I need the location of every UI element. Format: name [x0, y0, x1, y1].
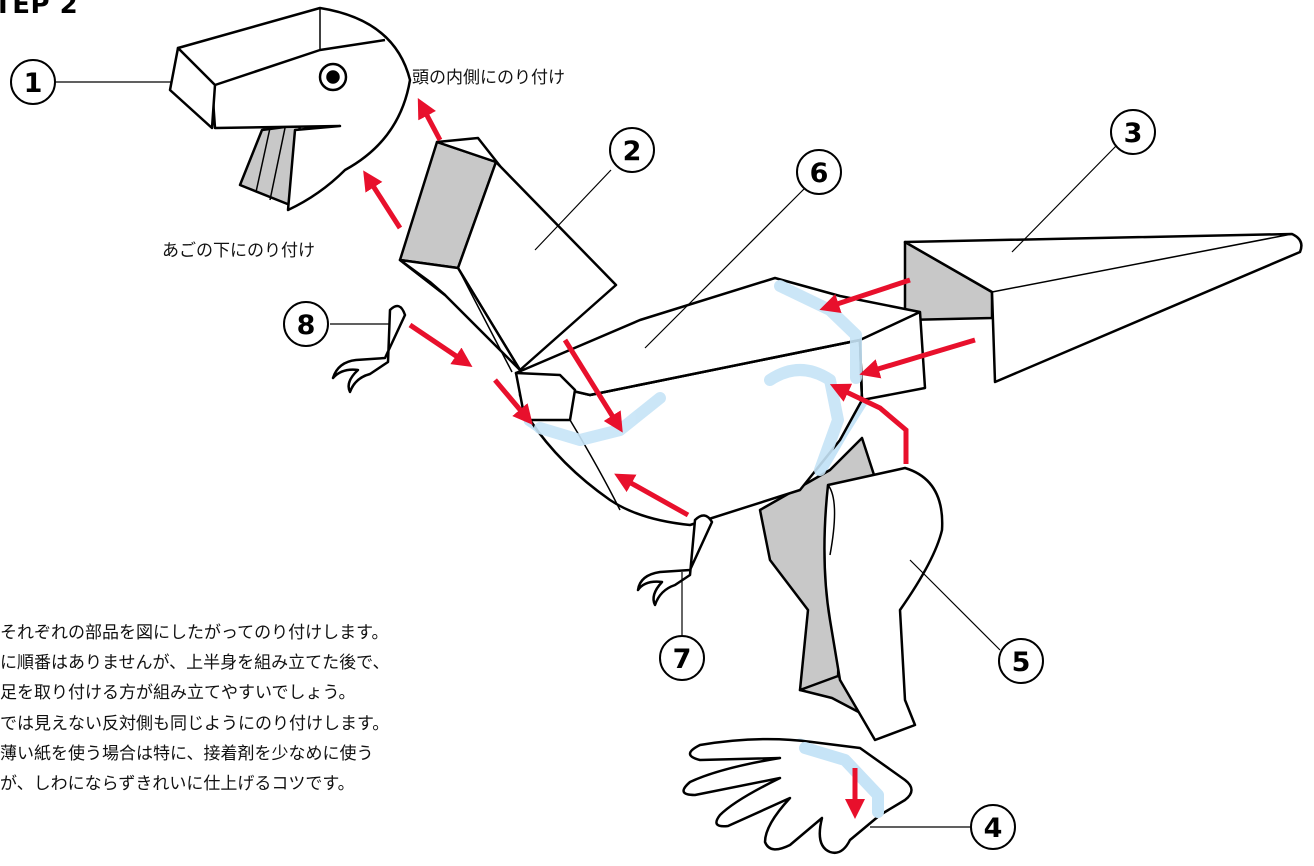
instructions-text: それぞれの部品を図にしたがってのり付けします。 に順番はありませんが、上半身を組…	[0, 618, 389, 799]
instruction-line: 薄い紙を使う場合は特に、接着剤を少なめに使う	[0, 743, 374, 764]
glue-arrows	[363, 98, 976, 819]
neck-part	[398, 136, 618, 373]
instruction-line: では見えない反対側も同じようにのり付けします。	[0, 713, 390, 734]
foot-glue	[799, 742, 884, 818]
label-8: 8	[283, 301, 329, 347]
label-2: 2	[609, 127, 655, 173]
arm-part-7	[636, 514, 714, 607]
instruction-line: が、しわにならずきれいに仕上げるコツです。	[0, 774, 355, 795]
label-5-text: 5	[1012, 647, 1031, 678]
label-6: 6	[796, 149, 842, 195]
body-glue	[534, 280, 862, 476]
head-part	[168, 6, 412, 212]
step-heading: TEP 2	[0, 0, 79, 20]
instruction-line: 足を取り付ける方が組み立てやすいでしょう。	[0, 683, 356, 704]
callout-jaw-under: あごの下にのり付け	[162, 241, 315, 261]
label-1-text: 1	[24, 68, 43, 99]
instruction-line: に順番はありませんが、上半身を組み立てた後で、	[0, 653, 390, 674]
arm-part-8	[331, 304, 407, 394]
leader-lines	[55, 81, 1118, 828]
label-6-text: 6	[810, 158, 829, 189]
instruction-line: それぞれの部品を図にしたがってのり付けします。	[0, 623, 389, 643]
label-5: 5	[998, 638, 1044, 684]
callout-head-inside: 頭の内側にのり付け	[412, 68, 565, 88]
label-3-text: 3	[1124, 118, 1143, 149]
thigh-part	[823, 466, 944, 742]
label-8-text: 8	[297, 310, 316, 341]
label-4-text: 4	[984, 813, 1003, 844]
label-7: 7	[659, 635, 705, 681]
tail-part	[903, 232, 1303, 384]
label-7-text: 7	[673, 644, 692, 675]
label-4: 4	[970, 804, 1016, 850]
label-2-text: 2	[623, 136, 642, 167]
label-1: 1	[10, 59, 56, 105]
label-3: 3	[1110, 109, 1156, 155]
